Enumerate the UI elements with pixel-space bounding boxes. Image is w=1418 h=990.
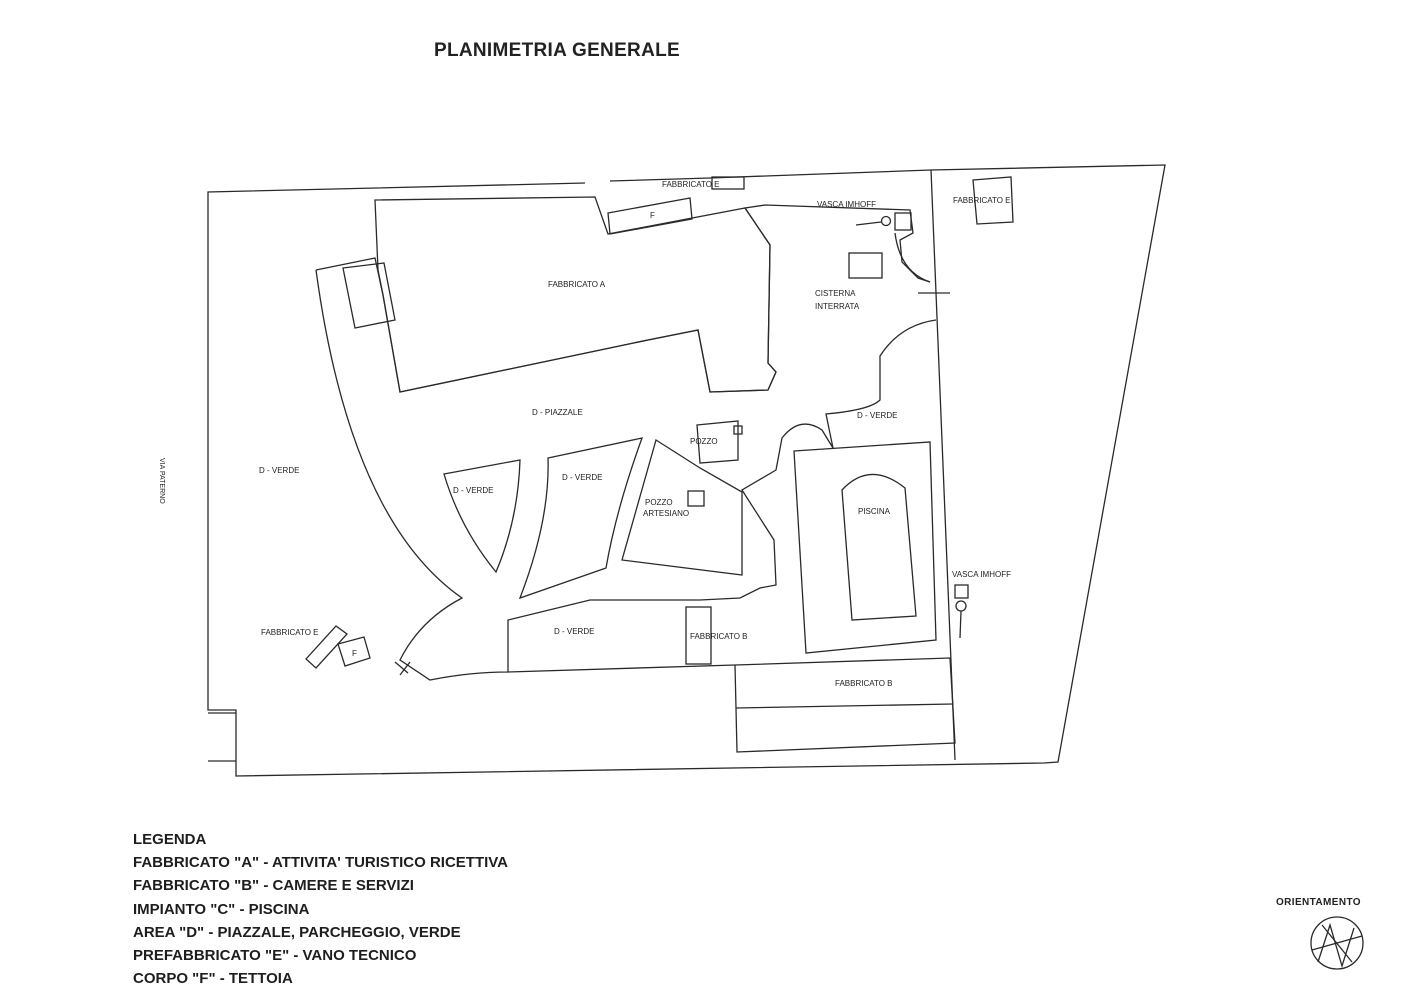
legend-item: AREA "D" - PIAZZALE, PARCHEGGIO, VERDE: [133, 923, 461, 941]
vasca-imhoff-top-circle: [880, 215, 892, 227]
gate-mark: [394, 661, 409, 674]
pozzo-box: [696, 420, 739, 464]
label-fabbricato-e-top: FABBRICATO E: [662, 180, 720, 189]
door-swing: [894, 232, 931, 283]
vasca-imhoff-right-circle: [955, 600, 967, 612]
fabbricato-e-top-box: [711, 176, 745, 190]
label-verde-mid1: D - VERDE: [453, 486, 493, 495]
plan-outlines: [207, 164, 1166, 777]
plan-labels: FABBRICATO E FABBRICATO E F VASCA IMHOFF…: [158, 180, 1011, 688]
label-f-bottom: F: [352, 649, 357, 658]
legend-heading: LEGENDA: [133, 831, 207, 848]
corpo-f-bottom-box: [337, 636, 371, 667]
legend-item: FABBRICATO "A" - ATTIVITA' TURISTICO RIC…: [133, 854, 508, 872]
label-pozzo: POZZO: [690, 437, 718, 446]
orientation-label: ORIENTAMENTO: [1276, 897, 1361, 908]
label-street: VIA PATERNO: [158, 458, 165, 504]
label-fabbricato-b-large: FABBRICATO B: [835, 679, 893, 688]
legend-item: PREFABBRICATO "E" - VANO TECNICO: [133, 947, 417, 965]
pipe: [959, 610, 962, 639]
pool-outline: [841, 473, 917, 621]
vasca-imhoff-top-box: [894, 212, 912, 231]
label-pozzo-artesiano-2: ARTESIANO: [643, 509, 689, 518]
label-vasca-imhoff-right: VASCA IMHOFF: [952, 570, 1011, 579]
verde-lobe-left: [443, 459, 521, 574]
parcel-divider: [930, 169, 956, 761]
label-interrata: INTERRATA: [815, 302, 860, 311]
courtyard-outline: [315, 204, 931, 393]
label-vasca-imhoff-top: VASCA IMHOFF: [817, 200, 876, 209]
compass-line: [1321, 924, 1353, 963]
fabbricato-b-small-box: [685, 606, 712, 665]
pozzo-marker: [733, 425, 743, 435]
legend-item: IMPIANTO "C" - PISCINA: [133, 900, 310, 918]
corpo-f-top-box: [607, 197, 693, 235]
fabbricato-e-right-box: [972, 176, 1014, 225]
page-title: PLANIMETRIA GENERALE: [434, 40, 680, 61]
fabbricato-b-large-box: [734, 657, 956, 753]
label-fabbricato-e-bottom: FABBRICATO E: [261, 628, 319, 637]
label-fabbricato-a: FABBRICATO A: [548, 280, 606, 289]
fabbricato-a-appendix: [342, 262, 396, 329]
label-verde-left: D - VERDE: [259, 466, 299, 475]
label-piazzale: D - PIAZZALE: [532, 408, 583, 417]
courtyard-left-curve: [315, 269, 937, 681]
label-cisterna: CISTERNA: [815, 289, 856, 298]
label-f-top: F: [650, 211, 655, 220]
label-pozzo-artesiano-1: POZZO: [645, 498, 673, 507]
label-verde-right: D - VERDE: [857, 411, 897, 420]
label-fabbricato-b-small: FABBRICATO B: [690, 632, 748, 641]
legend-item: FABBRICATO "B" - CAMERE E SERVIZI: [133, 877, 414, 895]
label-verde-mid2: D - VERDE: [562, 473, 602, 482]
verde-bottom-edge: [507, 664, 736, 673]
legend-item: CORPO "F" - TETTOIA: [133, 970, 293, 988]
vasca-imhoff-right-box: [954, 584, 969, 599]
verde-lobe-mid: [518, 437, 644, 600]
pipe: [855, 221, 882, 226]
orientation-symbol: [1310, 916, 1364, 970]
site-boundary: [207, 164, 1166, 777]
fabbricato-b-divider: [735, 703, 954, 709]
pozzo-artesiano-box: [687, 490, 705, 507]
compass-circle: [1310, 916, 1364, 970]
label-fabbricato-e-right: FABBRICATO E: [953, 196, 1011, 205]
north-arrow-icon: [1317, 922, 1355, 969]
fabbricato-a-outline: [374, 196, 777, 393]
pozzo-artesiano-area: [621, 438, 743, 576]
legend: LEGENDA FABBRICATO "A" - ATTIVITA' TURIS…: [133, 828, 508, 990]
fabbricato-e-bottom-box: [305, 625, 348, 669]
pool-area: [793, 441, 937, 654]
label-piscina: PISCINA: [858, 507, 891, 516]
gate-mark: [399, 661, 411, 676]
cisterna-box: [848, 252, 883, 279]
label-verde-bottom: D - VERDE: [554, 627, 594, 636]
